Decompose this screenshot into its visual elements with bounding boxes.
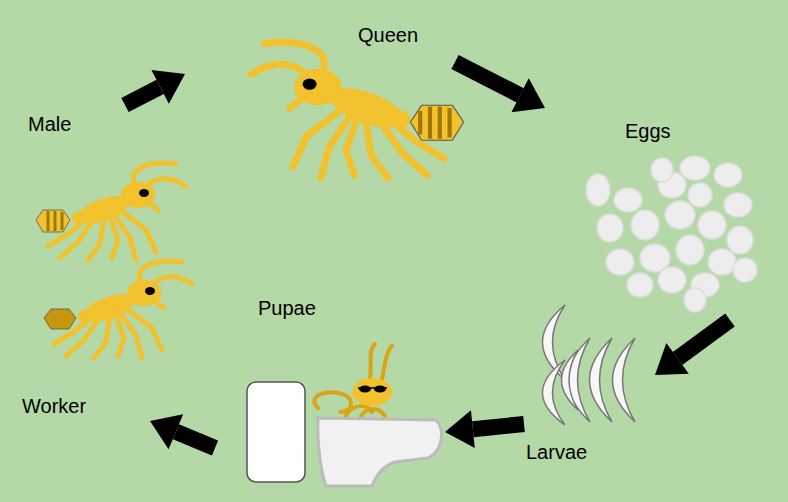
stage-area: Eggs [545, 100, 770, 320]
egg-cluster [586, 156, 757, 312]
cycle-arrow [150, 414, 215, 449]
arrow-shaft [678, 320, 730, 358]
arrow-shaft [125, 87, 160, 105]
stage-label: Queen [358, 24, 418, 46]
cycle-arrow [125, 70, 185, 105]
stage-label: Eggs [625, 120, 671, 142]
stage-label: Male [28, 113, 71, 135]
stage-area: Queen [185, 18, 455, 198]
stage-label: Worker [22, 395, 86, 417]
stage-label: Larvae [526, 441, 587, 463]
arrow-shaft [473, 424, 524, 429]
worker-ant [44, 261, 192, 358]
male-ant [36, 163, 186, 260]
arrow-head [655, 343, 689, 375]
stage-area: Larvae [524, 300, 655, 467]
stage-area: Male [10, 105, 190, 262]
queen-ant [251, 42, 464, 178]
arrow-head [445, 410, 475, 448]
cycle-arrow [445, 410, 524, 448]
cycle-arrow [655, 320, 730, 375]
larvae [543, 305, 636, 425]
arrow-head [151, 70, 185, 104]
arrow-shaft [176, 432, 215, 448]
arrow-shaft [455, 62, 520, 95]
stage-area: Pupae [215, 290, 445, 488]
stage-area: Worker [15, 262, 200, 421]
stage-label: Pupae [258, 297, 316, 319]
arrow-head [511, 78, 545, 112]
pupae [247, 344, 442, 486]
arrow-head [150, 414, 183, 449]
cycle-arrow [455, 62, 545, 112]
